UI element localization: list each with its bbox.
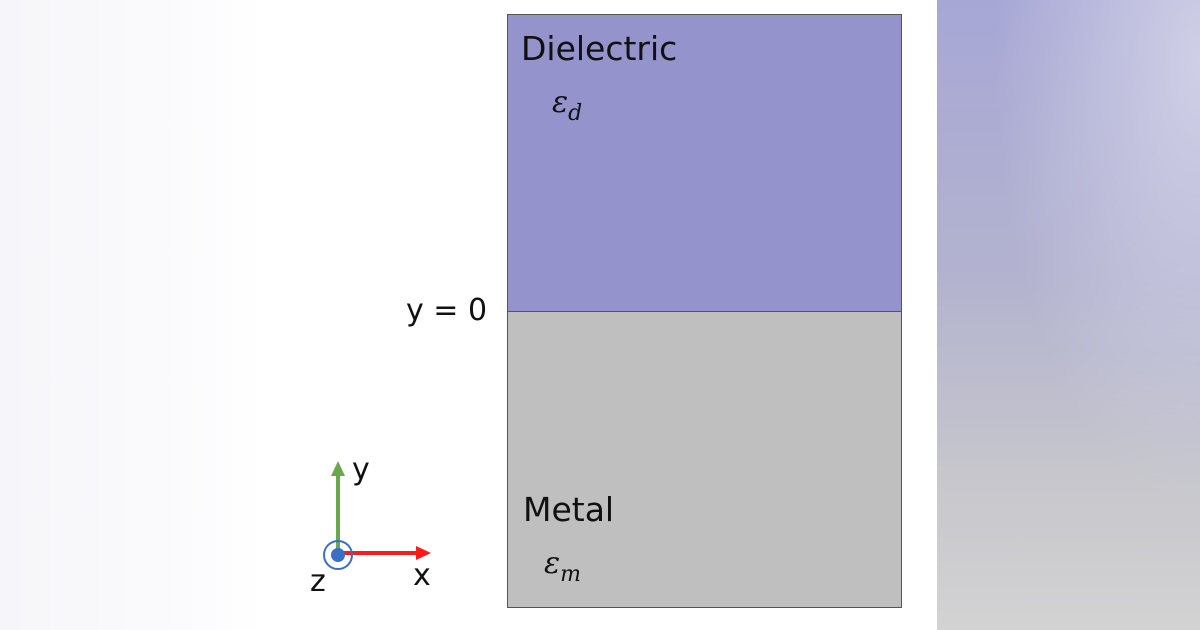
background-left bbox=[0, 0, 264, 630]
z-axis-label: z bbox=[310, 564, 326, 599]
metal-permittivity: εm bbox=[544, 546, 581, 587]
y-axis-label: y bbox=[352, 452, 370, 487]
dielectric-region: Dielectric εd bbox=[507, 14, 902, 312]
metal-region: Metal εm bbox=[507, 311, 902, 608]
dielectric-permittivity: εd bbox=[552, 85, 583, 126]
metal-label: Metal bbox=[523, 490, 615, 529]
x-axis-label: x bbox=[413, 558, 431, 593]
interface-label: y = 0 bbox=[406, 293, 488, 328]
background-right-panel bbox=[937, 0, 1200, 630]
y-axis-arrow bbox=[331, 461, 345, 553]
dielectric-label: Dielectric bbox=[521, 29, 678, 68]
z-axis-out-of-page-icon bbox=[323, 540, 353, 570]
